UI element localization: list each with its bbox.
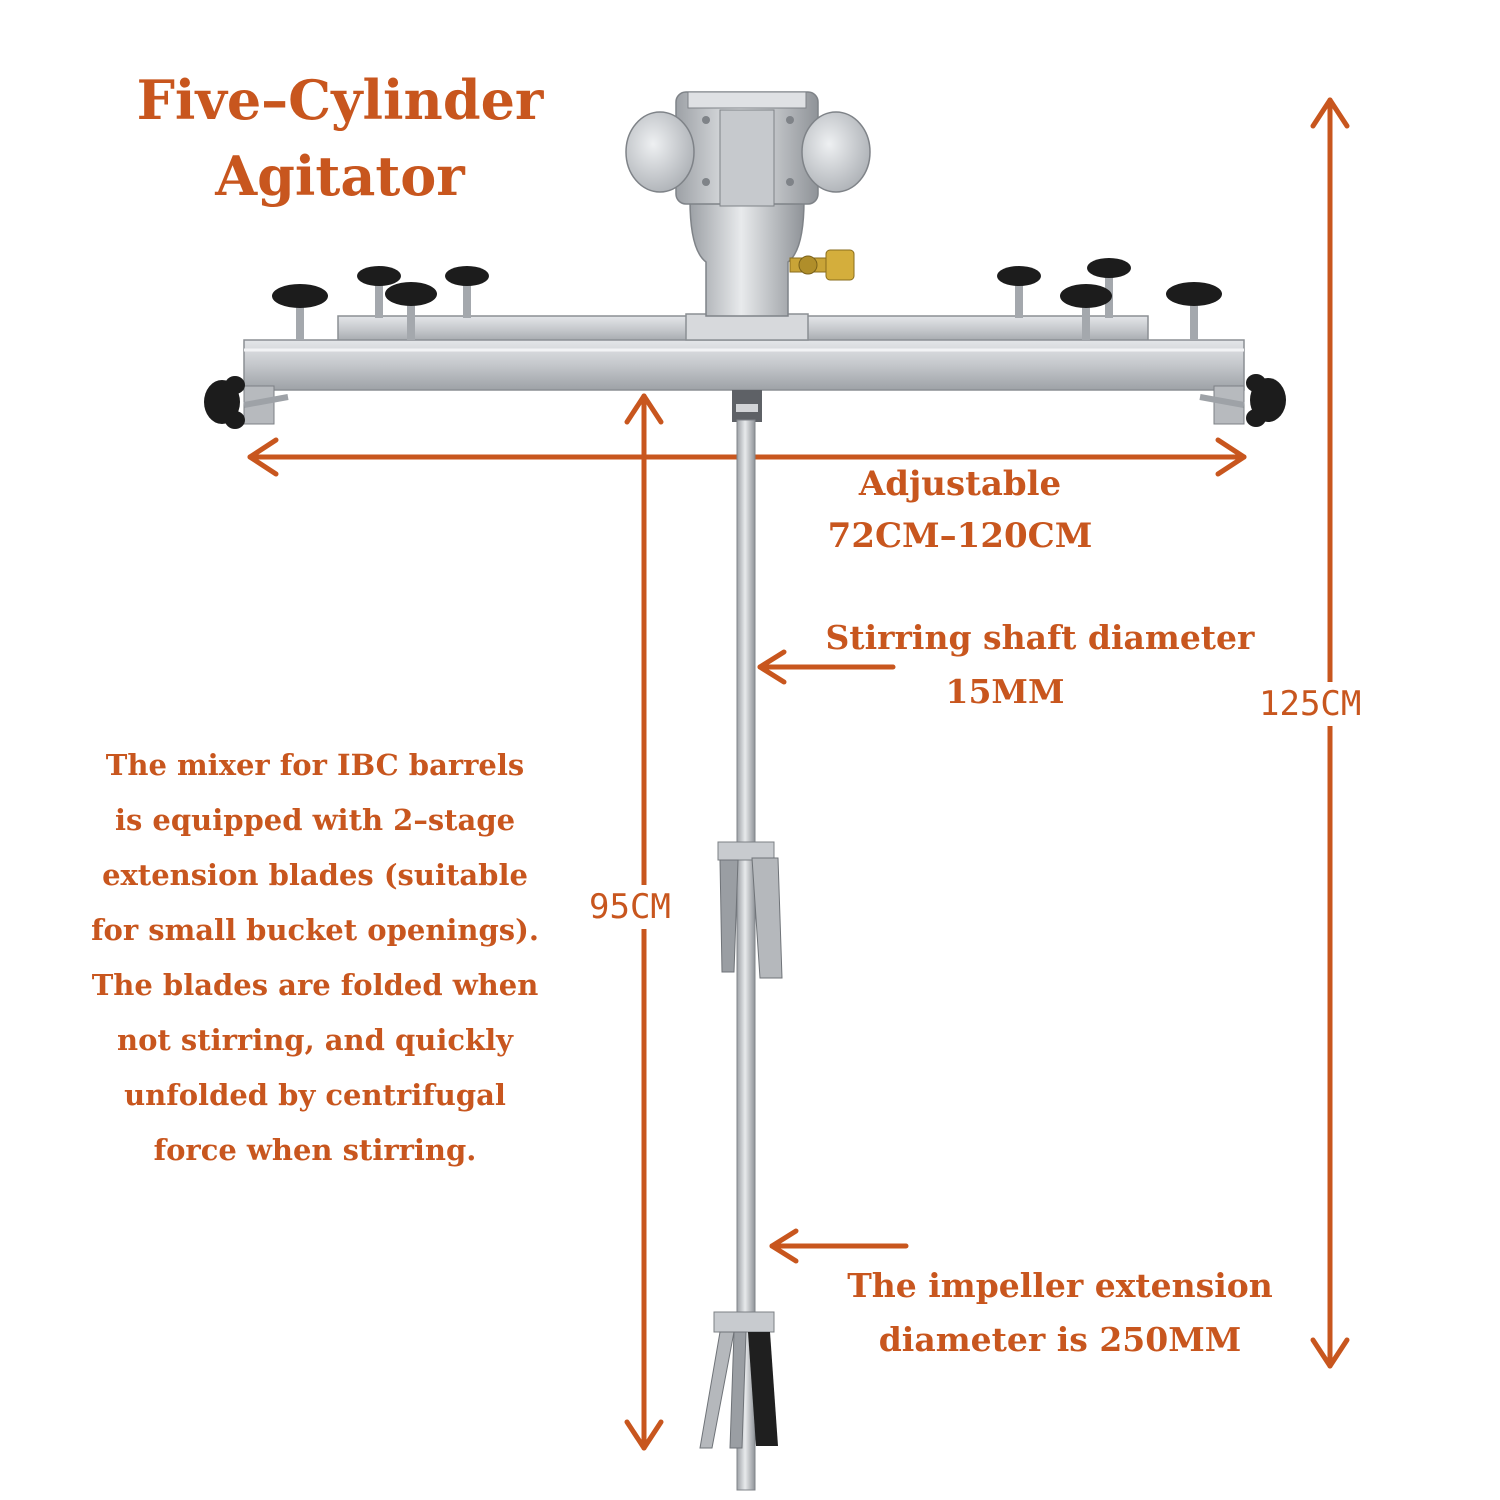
shaft-diameter-label: Stirring shaft diameter — [825, 618, 1255, 657]
air-inlet-valve — [789, 249, 855, 281]
adjustable-range-label: 72CM–120CM — [827, 516, 1093, 556]
adjustable-crossbar — [243, 313, 1245, 391]
knob — [997, 266, 1041, 318]
upper-folding-blades — [717, 841, 783, 979]
left-end-clamp — [204, 376, 289, 429]
description-line: extension blades (suitable — [102, 858, 528, 892]
adjustable-label: Adjustable — [858, 464, 1062, 504]
right-end-clamp — [1199, 374, 1286, 427]
description-line: The mixer for IBC barrels — [105, 748, 525, 782]
impeller-diameter-label: The impeller extension — [847, 1266, 1273, 1305]
stirring-shaft — [732, 390, 762, 1491]
description-line: unfolded by centrifugal — [124, 1078, 506, 1112]
knob — [385, 282, 437, 340]
description-line: The blades are folded when — [91, 968, 539, 1002]
shaft-diameter-value: 15MM — [945, 672, 1065, 711]
description-line: force when stirring. — [153, 1133, 477, 1167]
title-line-1: Five–Cylinder — [136, 68, 544, 132]
description-text: The mixer for IBC barrels is equipped wi… — [40, 738, 590, 1178]
shaft-height-label: 95CM — [585, 885, 675, 929]
lower-impeller — [699, 1311, 778, 1449]
knob — [1060, 284, 1112, 340]
diagram-title: Five–Cylinder Agitator — [60, 62, 620, 214]
knob — [357, 266, 401, 318]
shaft-diameter-pointer-arrow — [757, 649, 896, 685]
total-height-label: 125CM — [1255, 682, 1366, 726]
impeller-diameter-value: diameter is 250MM — [878, 1320, 1242, 1359]
description-line: not stirring, and quickly — [116, 1023, 514, 1057]
knob — [272, 284, 328, 340]
air-motor — [625, 91, 871, 317]
impeller-pointer-arrow — [769, 1228, 909, 1264]
description-line: is equipped with 2–stage — [114, 803, 516, 837]
knob — [445, 266, 489, 318]
knob — [1166, 282, 1222, 340]
title-line-2: Agitator — [215, 144, 465, 208]
description-line: for small bucket openings). — [91, 913, 539, 947]
total-height-arrow — [1310, 97, 1350, 1369]
locking-knobs — [272, 258, 1222, 340]
